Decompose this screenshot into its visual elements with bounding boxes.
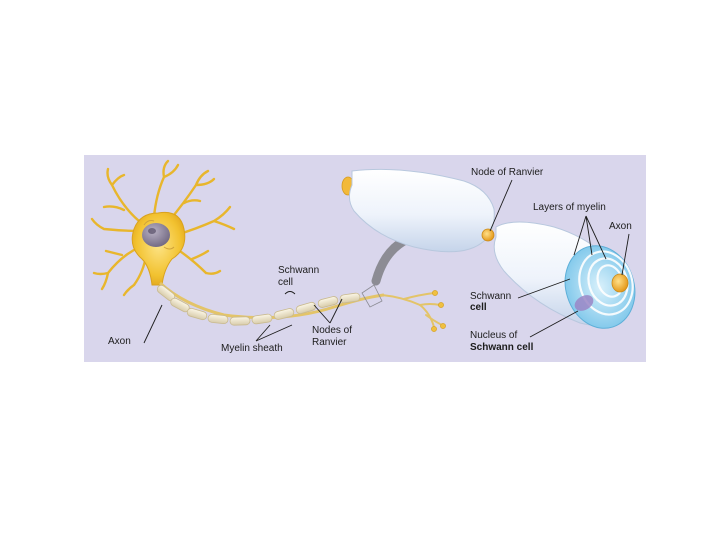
label-node-of-ranvier: Node of Ranvier [471,167,543,178]
schwann-cell-tube-1 [349,169,494,251]
label-nucleus-1: Nucleus of [470,330,517,341]
myelinated-axon [156,283,446,332]
axon-terminals [382,293,442,327]
label-layers-of-myelin: Layers of myelin [533,202,606,213]
nucleolus [148,228,156,234]
label-schwann-cell-right-2: cell [470,302,487,313]
label-axon-right: Axon [609,221,632,232]
label-nodes-of-ranvier-1: Nodes of [312,325,352,336]
node-of-ranvier-marker [482,229,494,241]
diagram-svg [84,155,646,362]
label-nucleus-2: Schwann cell [470,342,533,353]
myelin-segments [156,284,361,326]
label-axon-left: Axon [108,336,131,347]
neuron-figure: Node of Ranvier Layers of myelin Axon Sc… [84,155,646,362]
label-schwann-cell-left-1: Schwann [278,265,319,276]
label-myelin-sheath: Myelin sheath [221,343,283,354]
nucleus [142,223,170,247]
label-schwann-cell-left-2: cell [278,277,293,288]
neuron-cell-body [92,161,234,295]
label-nodes-of-ranvier-2: Ranvier [312,337,346,348]
axon-core [612,274,628,292]
label-schwann-cell-right-1: Schwann [470,291,511,302]
